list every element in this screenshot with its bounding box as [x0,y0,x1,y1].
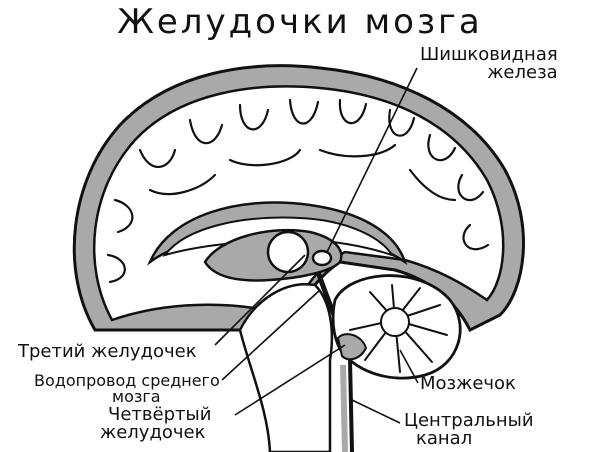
central-canal-line [348,359,354,452]
fourth-ventricle [336,333,368,361]
label-pointer-lines [214,67,419,424]
cortex-folds [106,98,490,284]
pineal-gland [311,249,333,267]
diagram-title: Желудочки мозга [117,2,483,42]
label-fourth-ventricle: Четвёртый желудочек [100,404,212,443]
thalamus-mass [266,230,310,274]
label-aqueduct: Водопровод среднего мозга [34,371,220,406]
label-pineal-gland: Шишковидная железа [420,44,558,83]
label-cerebellum: Мозжечок [420,373,516,394]
cerebellum-arbor [349,284,448,373]
label-third-ventricle: Третий желудочек [18,341,197,362]
brainstem [238,282,334,452]
label-central-canal: Центральный канал [404,410,534,449]
